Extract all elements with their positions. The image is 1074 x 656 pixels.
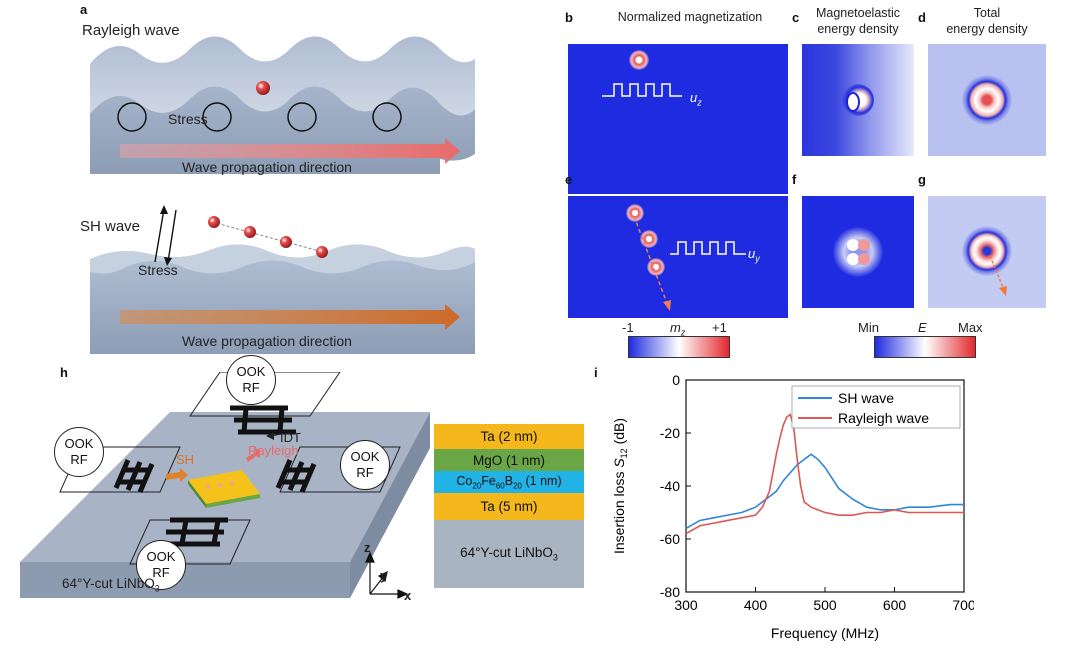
panel-label-b: b	[565, 10, 573, 25]
panel-d-map	[928, 44, 1046, 156]
y-tick-label: -20	[660, 425, 680, 441]
trajectory-arrow-g	[989, 255, 1007, 296]
x-tick-label: 600	[883, 597, 907, 613]
x-tick-label: 300	[674, 597, 698, 613]
sh-arrow-label: SH	[176, 452, 195, 467]
cbar-m-min: -1	[622, 320, 634, 335]
idt-label: IDT	[280, 430, 301, 445]
y-tick-label: -80	[660, 584, 680, 600]
legend: SH wave Rayleigh wave	[791, 385, 961, 429]
uz-pulse-signal	[602, 83, 682, 97]
series-rayleigh-wave-line	[685, 413, 964, 535]
title-total-1: Total	[973, 6, 1001, 20]
substrate-label: 64°Y-cut LiNbO3	[62, 576, 160, 594]
layer-cofeb: Co20Fe60B20 (1 nm)	[434, 471, 584, 493]
y-tick-label: -40	[660, 478, 680, 494]
panel-label-h: h	[60, 365, 68, 380]
cbar-m-max: +1	[712, 320, 727, 335]
uy-pulse-signal	[670, 241, 746, 255]
y-tick-label: -60	[660, 531, 680, 547]
cbar-e-min: Min	[858, 320, 879, 335]
panel-label-i: i	[594, 365, 598, 380]
panel-label-g: g	[918, 172, 926, 187]
x-tick-label: 700	[952, 597, 974, 613]
idt-top	[230, 405, 296, 435]
colorbar-energy	[874, 336, 976, 358]
title-magnetoelastic-1: Magnetoelastic	[815, 6, 901, 20]
panel-label-c: c	[792, 10, 800, 25]
axis-z-label: z	[364, 540, 371, 555]
cbar-e-label: E	[918, 320, 927, 335]
panel-g-map	[928, 196, 1046, 308]
panel-e-map: uy	[568, 196, 788, 318]
cbar-m-label: mz	[670, 320, 686, 338]
title-total-2: energy density	[946, 22, 1028, 36]
sh-stress-label: Stress	[138, 262, 178, 278]
panel-c-map	[802, 44, 914, 156]
panel-f-map	[802, 196, 914, 308]
rayleigh-arrow-label: Rayleigh	[248, 443, 299, 458]
panel-a-illustration	[90, 36, 475, 354]
legend-rayleigh-label: Rayleigh wave	[838, 410, 929, 426]
panel-b-map: uz	[568, 44, 788, 194]
trajectory-arrow-e	[633, 215, 671, 311]
title-normalized-magnetization: Normalized magnetization	[617, 10, 763, 24]
sh-wave-title: SH wave	[80, 218, 141, 235]
layer-ta-bottom: Ta (5 nm)	[434, 493, 584, 520]
axis-y-label: y	[380, 568, 388, 583]
legend-sh-label: SH wave	[838, 390, 894, 406]
panel-label-e: e	[565, 172, 573, 187]
y-tick-label: 0	[672, 372, 680, 388]
axis-x-label: x	[404, 588, 412, 603]
x-tick-label: 500	[813, 597, 837, 613]
sh-direction-label: Wave propagation direction	[182, 333, 352, 349]
device-illustration	[20, 372, 430, 599]
insertion-loss-chart: 300 400 500 600 700 0 -20 -40 -60 -80 Frequency (…	[611, 372, 974, 641]
layer-stack: Ta (2 nm) MgO (1 nm) Co20Fe60B20 (1 nm) …	[434, 424, 584, 588]
rayleigh-stress-label: Stress	[168, 111, 208, 127]
layer-ta-top: Ta (2 nm)	[434, 424, 584, 449]
idt-right	[275, 459, 317, 493]
cbar-e-max: Max	[958, 320, 983, 335]
uy-label: uy	[748, 246, 760, 264]
x-tick-label: 400	[744, 597, 768, 613]
title-magnetoelastic-2: energy density	[817, 22, 899, 36]
panel-label-a: a	[80, 2, 88, 17]
uz-label: uz	[690, 90, 702, 108]
layer-linbo3: 64°Y-cut LiNbO3	[434, 520, 584, 588]
panel-label-f: f	[792, 172, 797, 187]
colorbar-magnetization	[628, 336, 730, 358]
panel-label-d: d	[918, 10, 926, 25]
idt-left	[113, 459, 155, 493]
x-axis-label: Frequency (MHz)	[771, 625, 879, 641]
rayleigh-wave-title: Rayleigh wave	[82, 22, 180, 39]
y-axis-label: Insertion loss S12 (dB)	[611, 418, 629, 554]
layer-mgo: MgO (1 nm)	[434, 449, 584, 471]
series-sh-wave-line	[685, 453, 964, 530]
rayleigh-direction-label: Wave propagation direction	[182, 159, 352, 175]
